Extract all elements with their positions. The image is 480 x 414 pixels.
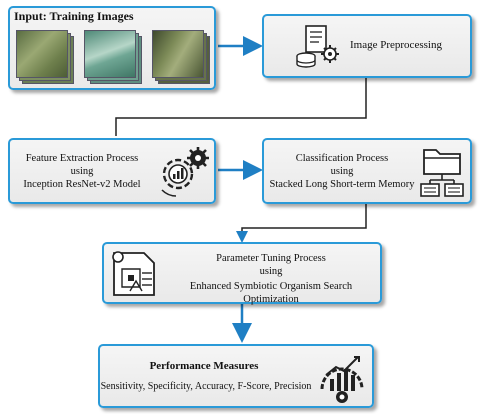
input-title: Input: Training Images <box>14 9 134 23</box>
feature-line2: using <box>70 166 94 177</box>
gears-chart-icon <box>161 147 209 197</box>
feature-line3: Inception ResNet-v2 Model <box>23 179 141 190</box>
classification-line2: using <box>330 166 354 177</box>
tuning-line2: using <box>259 266 283 277</box>
chart-gauge-icon <box>320 356 364 403</box>
preprocessing-label: Image Preprocessing <box>350 39 442 51</box>
performance-metrics: Sensitivity, Specificity, Accuracy, F-Sc… <box>100 381 312 392</box>
feature-extraction-box: Feature Extraction Process using Incepti… <box>8 138 216 204</box>
feature-line1: Feature Extraction Process <box>25 153 139 164</box>
performance-box: Performance Measures Sensitivity, Specif… <box>98 344 374 408</box>
folder-tree-icon <box>420 149 464 197</box>
classification-box: Classification Process using Stacked Lon… <box>262 138 472 204</box>
blueprint-icon <box>112 251 155 296</box>
connector-classification-to-tuning <box>236 204 367 243</box>
classification-line3: Stacked Long Short-term Memory <box>269 179 415 190</box>
tuning-line3: Enhanced Symbiotic Organism Search Optim… <box>189 281 353 305</box>
preprocessing-box: Image Preprocessing <box>262 14 472 78</box>
parameter-tuning-box: Parameter Tuning Process using Enhanced … <box>102 242 382 305</box>
input-images-box: Input: Training Images <box>8 6 216 90</box>
image-stack-icon <box>16 26 212 86</box>
classification-line1: Classification Process <box>295 153 389 164</box>
document-gear-icon <box>296 25 339 68</box>
tuning-line1: Parameter Tuning Process <box>216 253 326 264</box>
performance-title: Performance Measures <box>149 360 259 372</box>
connector-preprocess-to-feature <box>115 78 367 136</box>
